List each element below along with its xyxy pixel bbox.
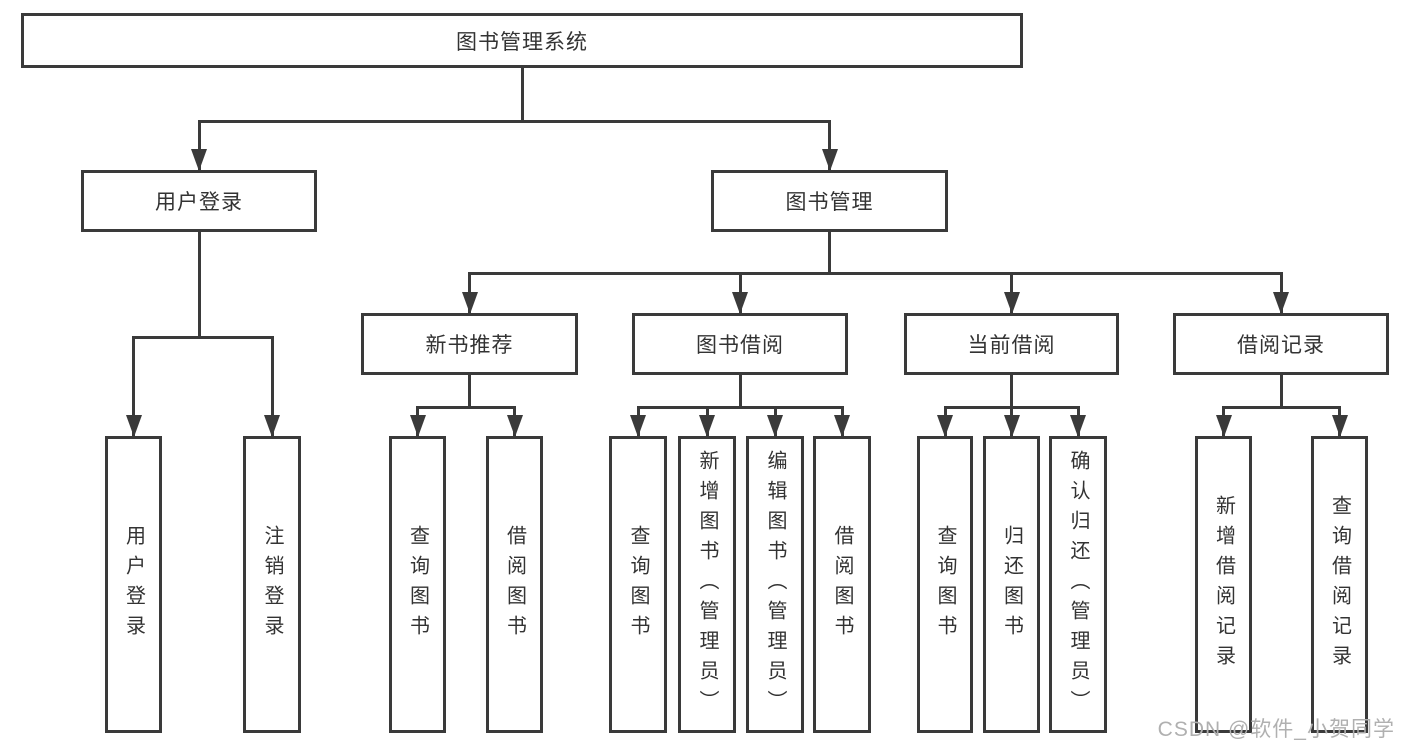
arrowhead-down-icon-leaf-bw-edit bbox=[767, 415, 783, 437]
node-label-leaf-nr-query: 查询图书 bbox=[406, 524, 429, 645]
arrowhead-down-icon-leaf-nr-query bbox=[409, 415, 426, 437]
node-box-leaf-bw-borrow: 借阅图书 bbox=[813, 436, 871, 733]
arrowhead-down-icon-leaf-rec-add bbox=[1215, 415, 1232, 437]
node-box-leaf-nr-borrow: 借阅图书 bbox=[486, 436, 543, 733]
node-box-leaf-cur-return: 归还图书 bbox=[983, 436, 1040, 733]
connector-shaft-leaf-login bbox=[132, 336, 135, 436]
arrowhead-down-icon-leaf-logout bbox=[264, 415, 280, 437]
node-label-leaf-bw-query: 查询图书 bbox=[627, 524, 649, 645]
node-box-record: 借阅记录 bbox=[1173, 313, 1389, 375]
connector-branch-login bbox=[132, 336, 274, 339]
node-box-login: 用户登录 bbox=[81, 170, 317, 232]
connector-branch-bookmgmt bbox=[468, 272, 1283, 275]
connector-stem-record bbox=[1279, 373, 1283, 409]
node-label-leaf-nr-borrow: 借阅图书 bbox=[503, 524, 526, 645]
node-label-leaf-cur-confirm: 确认归还（管理员） bbox=[1067, 449, 1089, 720]
connector-shaft-login bbox=[197, 120, 201, 170]
node-label-leaf-cur-query: 查询图书 bbox=[934, 524, 956, 645]
node-box-leaf-bw-add: 新增图书（管理员） bbox=[678, 436, 736, 733]
node-label-leaf-bw-add: 新增图书（管理员） bbox=[696, 449, 718, 720]
connector-stem-current bbox=[1010, 373, 1013, 409]
arrowhead-down-icon-current bbox=[1003, 292, 1020, 314]
node-box-leaf-cur-confirm: 确认归还（管理员） bbox=[1049, 436, 1107, 733]
connector-stem-bookmgmt bbox=[828, 230, 831, 275]
watermark: CSDN @软件_小贺同学 bbox=[1157, 718, 1395, 741]
node-label-leaf-rec-query: 查询借阅记录 bbox=[1328, 494, 1351, 675]
arrowhead-down-icon-leaf-cur-query bbox=[937, 415, 953, 437]
arrowhead-down-icon-leaf-cur-confirm bbox=[1070, 415, 1086, 437]
arrowhead-down-icon-leaf-cur-return bbox=[1003, 415, 1020, 437]
connector-branch-borrow bbox=[636, 406, 844, 409]
arrowhead-down-icon-leaf-bw-borrow bbox=[834, 415, 850, 437]
connector-stem-root bbox=[520, 66, 524, 123]
node-label-leaf-rec-add: 新增借阅记录 bbox=[1212, 494, 1235, 675]
node-label-login: 用户登录 bbox=[155, 191, 243, 214]
node-box-bookmgmt: 图书管理 bbox=[711, 170, 948, 232]
arrowhead-down-icon-record bbox=[1273, 292, 1289, 314]
arrowhead-down-icon-leaf-bw-query bbox=[630, 415, 646, 437]
connector-branch-record bbox=[1222, 406, 1341, 409]
node-label-leaf-cur-return: 归还图书 bbox=[1000, 524, 1023, 645]
node-box-leaf-bw-query: 查询图书 bbox=[609, 436, 667, 733]
connector-branch-root bbox=[197, 120, 831, 123]
node-label-current: 当前借阅 bbox=[967, 334, 1056, 357]
arrowhead-down-icon-leaf-rec-query bbox=[1331, 415, 1348, 437]
node-box-root: 图书管理系统 bbox=[21, 13, 1023, 68]
node-box-leaf-logout: 注销登录 bbox=[243, 436, 301, 733]
arrowhead-down-icon-leaf-nr-borrow bbox=[506, 415, 523, 437]
node-box-leaf-login: 用户登录 bbox=[105, 436, 162, 733]
node-box-leaf-rec-add: 新增借阅记录 bbox=[1195, 436, 1252, 733]
node-box-leaf-nr-query: 查询图书 bbox=[389, 436, 446, 733]
connector-branch-newrec bbox=[416, 406, 516, 409]
connector-shaft-bookmgmt bbox=[828, 120, 831, 170]
arrowhead-down-icon-leaf-login bbox=[125, 415, 142, 437]
node-label-leaf-bw-borrow: 借阅图书 bbox=[831, 524, 853, 645]
node-box-leaf-rec-query: 查询借阅记录 bbox=[1311, 436, 1368, 733]
node-box-leaf-cur-query: 查询图书 bbox=[917, 436, 973, 733]
connector-stem-borrow bbox=[738, 373, 742, 409]
node-label-leaf-logout: 注销登录 bbox=[261, 524, 283, 645]
node-label-leaf-login: 用户登录 bbox=[122, 524, 145, 645]
connector-stem-login bbox=[197, 230, 201, 339]
connector-stem-newrec bbox=[468, 373, 471, 409]
node-label-borrow: 图书借阅 bbox=[696, 334, 784, 357]
arrowhead-down-icon-borrow bbox=[732, 292, 748, 314]
arrowhead-down-icon-leaf-bw-add bbox=[699, 415, 715, 437]
connector-shaft-leaf-logout bbox=[270, 336, 274, 436]
node-label-bookmgmt: 图书管理 bbox=[785, 191, 874, 214]
node-label-root: 图书管理系统 bbox=[456, 30, 588, 54]
node-box-borrow: 图书借阅 bbox=[632, 313, 848, 375]
node-box-leaf-bw-edit: 编辑图书（管理员） bbox=[746, 436, 804, 733]
arrowhead-down-icon-bookmgmt bbox=[821, 149, 838, 171]
node-box-current: 当前借阅 bbox=[904, 313, 1119, 375]
node-label-leaf-bw-edit: 编辑图书（管理员） bbox=[764, 449, 786, 720]
arrowhead-down-icon-newrec bbox=[461, 292, 478, 314]
node-box-newrec: 新书推荐 bbox=[361, 313, 578, 375]
arrowhead-down-icon-login bbox=[191, 149, 207, 171]
node-label-record: 借阅记录 bbox=[1237, 334, 1325, 357]
node-label-newrec: 新书推荐 bbox=[425, 334, 514, 357]
